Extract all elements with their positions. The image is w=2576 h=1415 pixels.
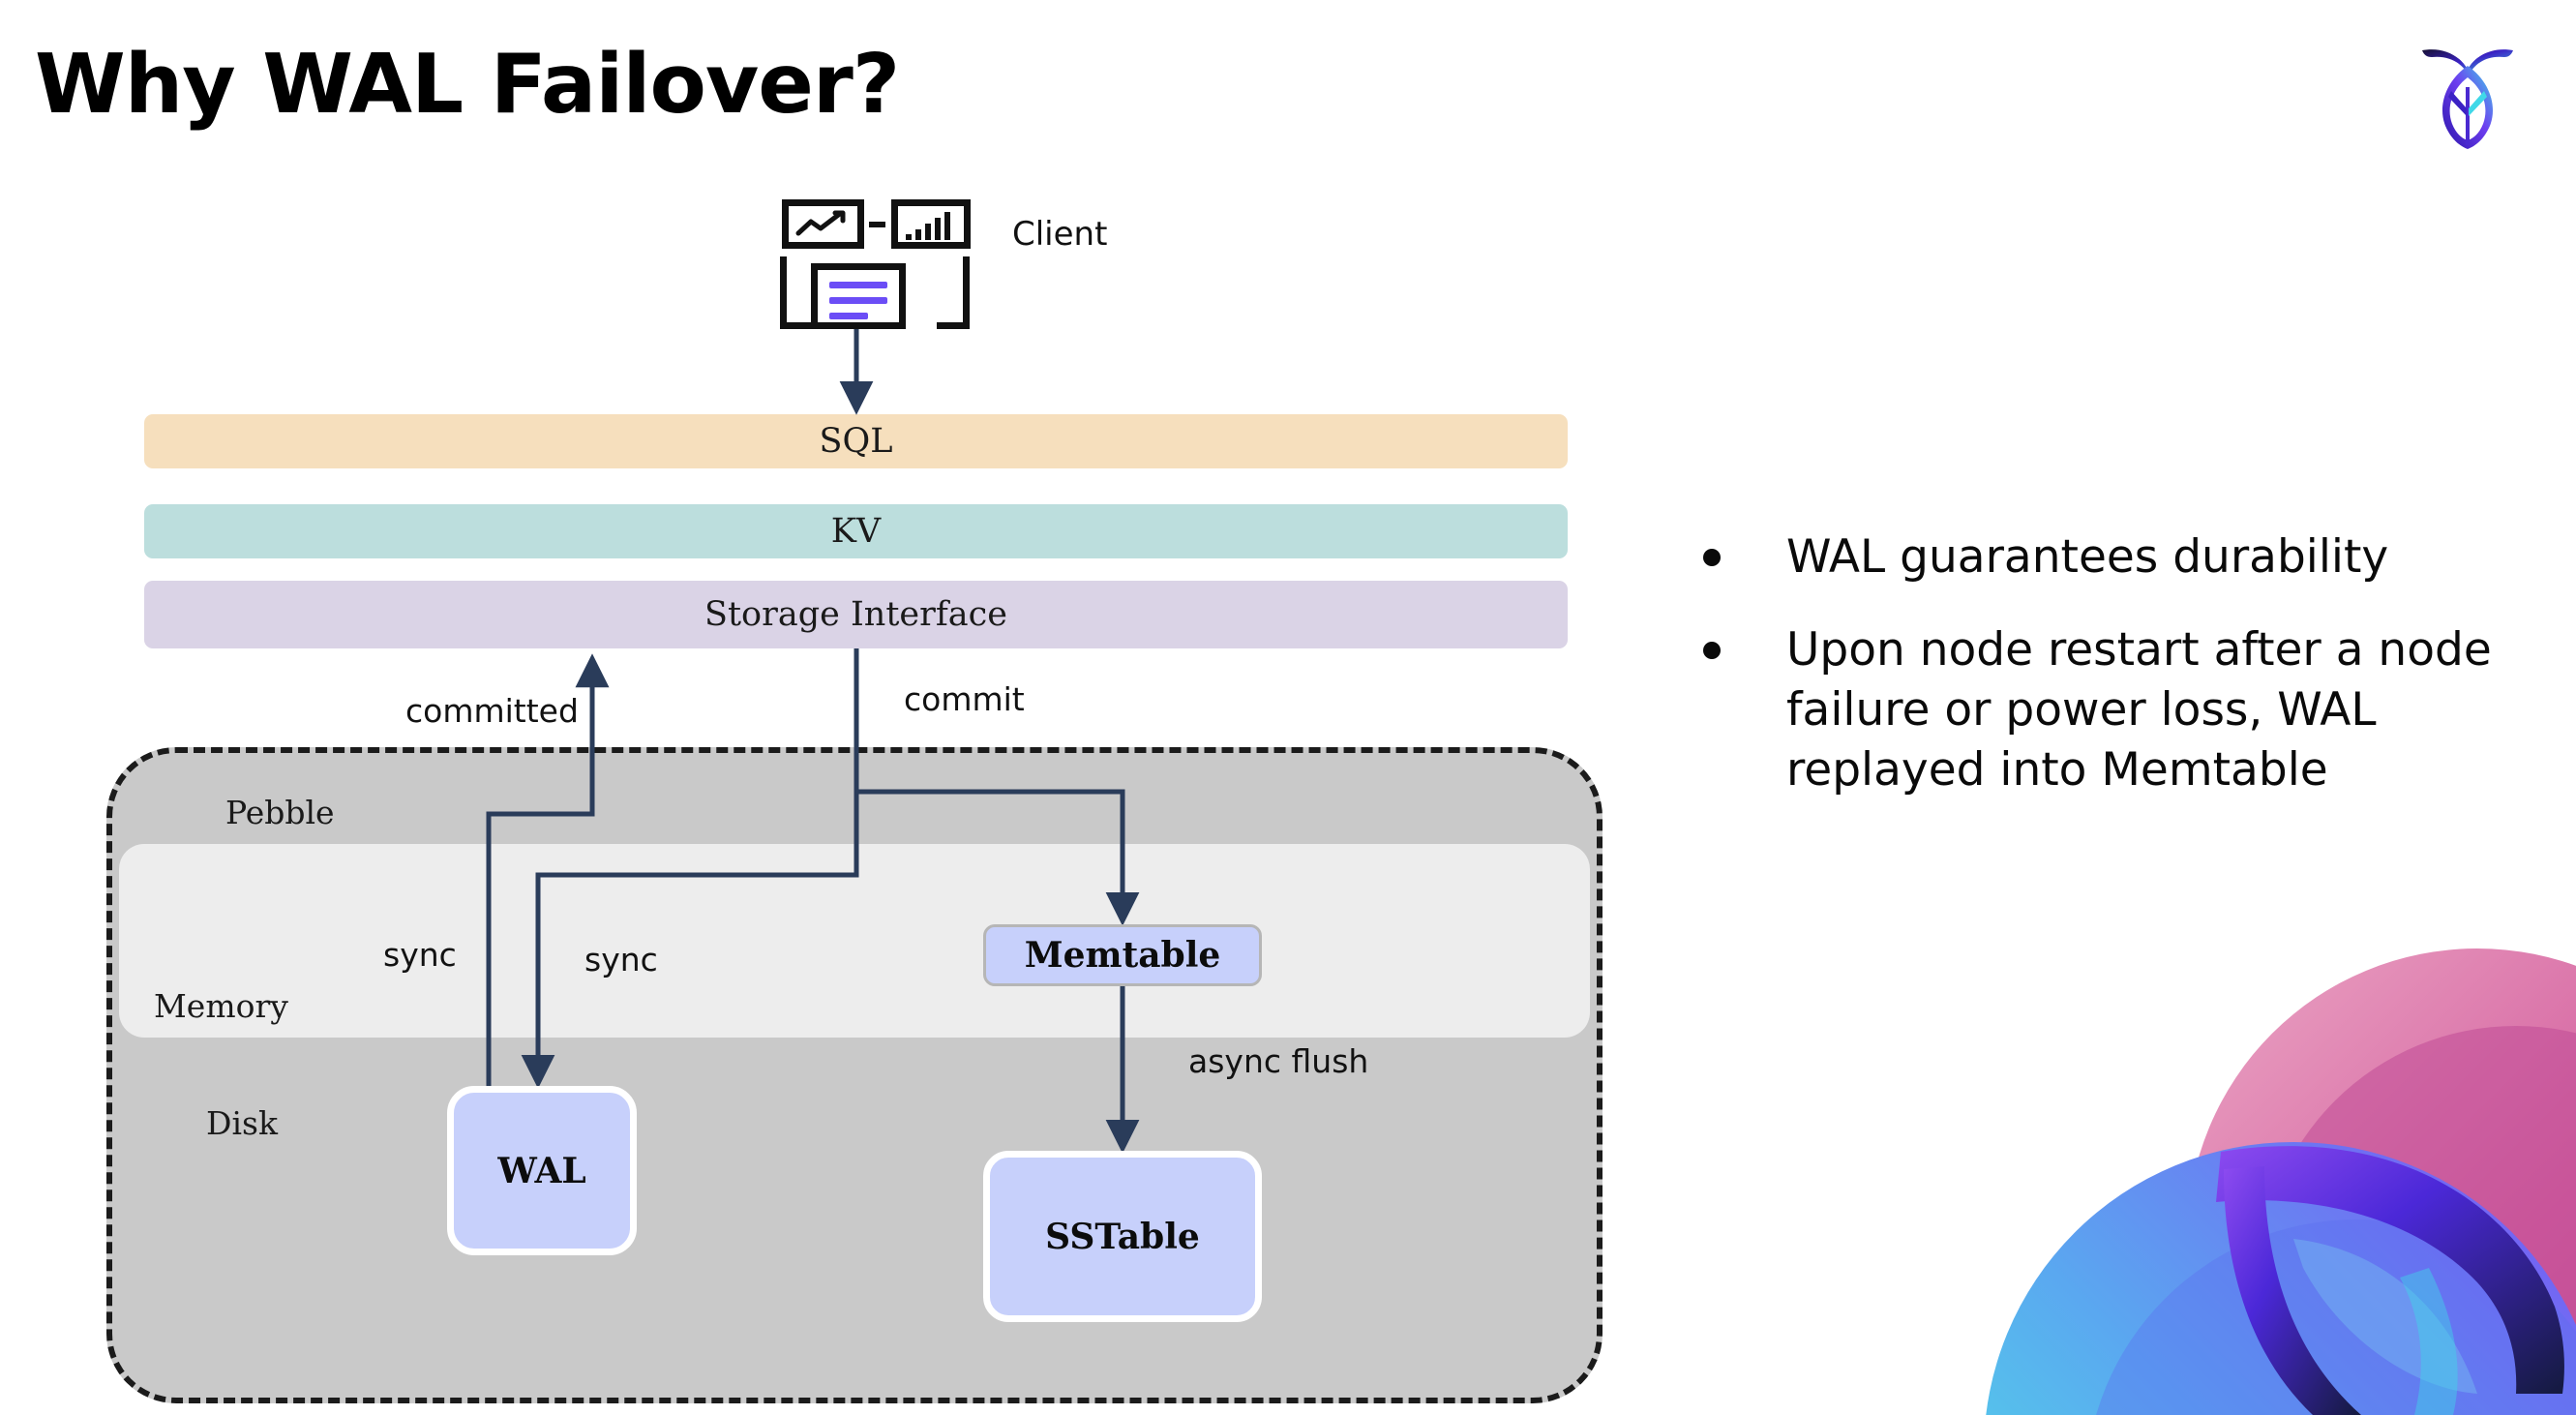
memory-label: Memory: [154, 987, 288, 1025]
bullet-dot-icon: [1703, 549, 1721, 566]
node-sstable-label: SSTable: [1045, 1216, 1200, 1257]
client-doc-line-2: [829, 297, 887, 304]
client-doc-line-1: [829, 282, 887, 288]
layer-sql-label: SQL: [819, 422, 893, 461]
client-bar-chart-panel: [891, 199, 971, 249]
edge-label-sync-1: sync: [383, 936, 457, 974]
layer-storage-interface: Storage Interface: [144, 581, 1568, 648]
bullet-text: WAL guarantees durability: [1786, 530, 2389, 584]
bullet-list: WAL guarantees durability Upon node rest…: [1703, 527, 2516, 833]
node-wal: WAL: [447, 1086, 637, 1255]
client-doc-line-3: [829, 313, 868, 319]
list-item: WAL guarantees durability: [1703, 527, 2516, 587]
node-memtable-label: Memtable: [1024, 935, 1221, 976]
page-title: Why WAL Failover?: [35, 37, 900, 133]
node-memtable: Memtable: [983, 924, 1262, 986]
bullet-dot-icon: [1703, 642, 1721, 660]
pebble-label: Pebble: [225, 794, 335, 831]
client-dash-separator: [869, 222, 885, 227]
edge-label-sync-2: sync: [584, 941, 658, 978]
layer-kv-label: KV: [830, 512, 882, 551]
client-label: Client: [1012, 215, 1108, 254]
node-sstable: SSTable: [983, 1151, 1262, 1322]
edge-label-commit: commit: [904, 680, 1025, 718]
gradient-circles-artwork: [1974, 948, 2576, 1415]
disk-label: Disk: [206, 1104, 278, 1142]
edge-label-committed: committed: [405, 692, 579, 730]
client-document-panel: [811, 263, 906, 329]
cockroachdb-logo: [2414, 37, 2521, 151]
client-bracket-right: [937, 256, 970, 329]
client-line-chart-panel: [782, 199, 864, 249]
bullet-text: Upon node restart after a node failure o…: [1786, 623, 2492, 798]
client-bracket-left: [780, 256, 813, 329]
layer-storage-interface-label: Storage Interface: [704, 595, 1007, 634]
list-item: Upon node restart after a node failure o…: [1703, 620, 2516, 800]
edge-label-async-flush: async flush: [1188, 1042, 1369, 1080]
memory-region: [119, 844, 1590, 1038]
layer-kv: KV: [144, 504, 1568, 558]
node-wal-label: WAL: [497, 1150, 586, 1191]
layer-sql: SQL: [144, 414, 1568, 468]
